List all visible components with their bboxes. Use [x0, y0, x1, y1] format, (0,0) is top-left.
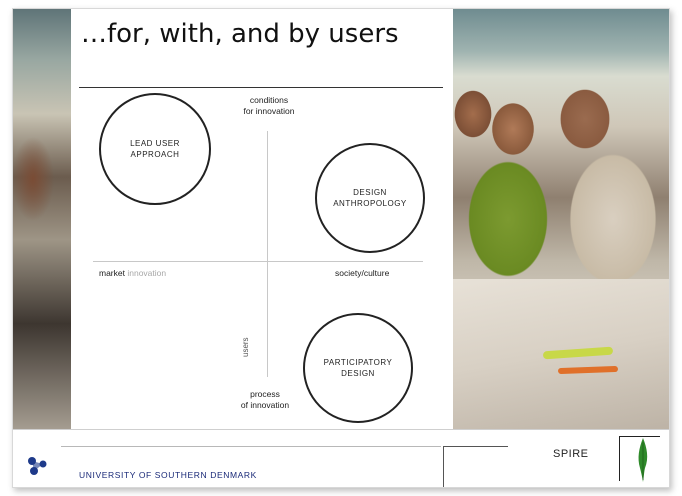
circle-design-anthropology: DESIGN ANTHROPOLOGY — [315, 143, 425, 253]
circle1-line1: LEAD USER — [130, 138, 180, 148]
slide-footer: UNIVERSITY OF SOUTHERN DENMARK SPIRE — [13, 429, 669, 487]
label-users-vertical: users — [241, 337, 250, 357]
university-logo-icon — [28, 457, 47, 475]
footer-frame — [443, 446, 508, 487]
label-conditions-line1: conditions — [249, 95, 289, 105]
circle-lead-user-approach: LEAD USER APPROACH — [99, 93, 211, 205]
horizontal-axis — [93, 261, 423, 262]
label-process-of-innovation: process of innovation — [221, 389, 309, 411]
spire-brand: SPIRE — [497, 436, 663, 482]
circle3-line1: PARTICIPATORY — [323, 357, 393, 367]
label-society-culture: society/culture — [335, 268, 390, 278]
circle2-line1: DESIGN — [353, 187, 387, 197]
label-market-muted: innovation — [127, 268, 167, 278]
label-process-line2: of innovation — [240, 400, 290, 411]
slide-title: …for, with, and by users — [81, 19, 399, 49]
label-conditions-line2: for innovation — [243, 106, 295, 117]
innovation-diagram: conditions for innovation LEAD USER APPR… — [79, 87, 449, 437]
spire-leaf-icon — [638, 438, 648, 482]
label-process-line1: process — [250, 389, 280, 399]
circle3-line2: DESIGN — [341, 369, 375, 378]
spire-frame — [619, 436, 660, 481]
spire-label: SPIRE — [553, 448, 589, 460]
vertical-axis — [267, 131, 268, 377]
label-conditions-for-innovation: conditions for innovation — [229, 95, 309, 117]
background-photo-left — [13, 9, 73, 429]
label-market-innovation: market innovation — [99, 268, 166, 279]
circle2-line2: ANTHROPOLOGY — [333, 199, 407, 208]
university-name: UNIVERSITY OF SOUTHERN DENMARK — [79, 470, 257, 480]
circle1-line2: APPROACH — [130, 150, 180, 159]
footer-rule — [61, 446, 441, 447]
presentation-slide: …for, with, and by users conditions for … — [12, 8, 670, 488]
circle-participatory-design: PARTICIPATORY DESIGN — [303, 313, 413, 423]
diagram-top-rule — [79, 87, 443, 88]
label-market: market — [99, 268, 125, 278]
